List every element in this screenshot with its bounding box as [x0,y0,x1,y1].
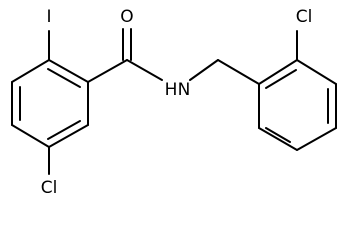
nitrogen-label: N [178,80,191,100]
ring-bond [258,59,298,85]
ring-bond [48,124,89,148]
ring-double-bond [47,120,81,140]
ring-double-bond [265,127,291,143]
iodine-label: I [46,7,51,27]
ring-bond [258,127,298,151]
molecule-drawing: I O H N Cl Cl [11,7,337,198]
benzyl-ch2-bond [217,59,260,85]
ring-double-bond [265,69,297,89]
benzyl-n-bond [189,59,219,81]
right-benzene-ring [258,59,337,151]
ring-bond [296,59,337,85]
oxygen-label: O [120,7,133,27]
chlorine-right-label: Cl [296,7,313,27]
left-benzene-ring [11,59,89,148]
amide-hydrogen-label: H [165,80,178,100]
ring-bond [11,59,50,83]
structure-canvas: I O H N Cl Cl [11,7,337,198]
ring-bond [296,127,337,151]
carbonyl-carbon-bond [87,59,128,83]
chlorine-left-label: Cl [41,178,58,198]
ring-bond [11,124,50,148]
amide-n-bond [126,59,163,81]
ring-double-bond [47,68,81,88]
ring-bond [48,59,89,83]
